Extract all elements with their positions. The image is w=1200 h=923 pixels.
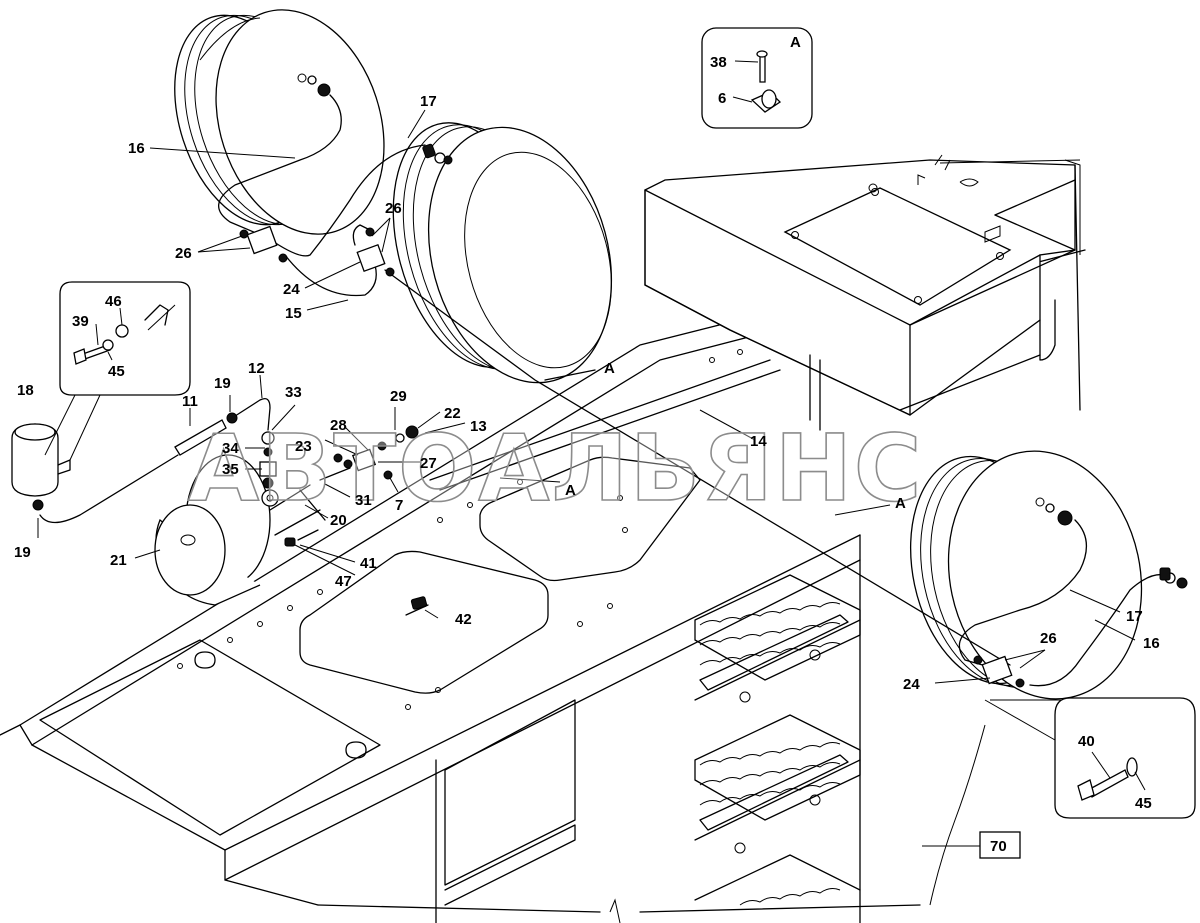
watermark: АВТОАЛЬЯНС — [188, 415, 923, 522]
callout-6: 6 — [718, 90, 726, 107]
callout-27: 27 — [420, 455, 437, 472]
callout-40: 40 — [1078, 733, 1095, 750]
callout-view-a-inset: A — [790, 34, 801, 51]
callout-28: 28 — [330, 417, 347, 434]
callout-22: 22 — [444, 405, 461, 422]
callout-21: 21 — [110, 552, 127, 569]
radiator-grille-3 — [694, 854, 861, 906]
callout-26-left: 26 — [175, 245, 192, 262]
callout-12: 12 — [248, 360, 265, 377]
brake-chamber-21 — [154, 454, 326, 606]
rivet-holes — [177, 349, 743, 710]
callout-26-lower: 26 — [1040, 630, 1057, 647]
callout-17-upper: 17 — [420, 93, 437, 110]
air-tank-upper-middle — [392, 122, 613, 384]
air-lines — [39, 94, 1166, 687]
callout-view-a-2: A — [565, 482, 576, 499]
callout-45-right: 45 — [1135, 795, 1152, 812]
callout-35: 35 — [222, 461, 239, 478]
callout-42: 42 — [455, 611, 472, 628]
battery-box — [644, 154, 1081, 431]
callout-39: 39 — [72, 313, 89, 330]
callout-24-lower: 24 — [903, 676, 920, 693]
callout-17-lower: 17 — [1126, 608, 1143, 625]
callout-34: 34 — [222, 440, 239, 457]
callout-18: 18 — [17, 382, 34, 399]
callout-31: 31 — [355, 492, 372, 509]
small-fittings-cluster — [32, 412, 429, 616]
callout-23: 23 — [295, 438, 312, 455]
callout-41: 41 — [360, 555, 377, 572]
callout-16-lower: 16 — [1143, 635, 1160, 652]
radiator-grilles — [694, 574, 861, 906]
detail-view-a-inset — [701, 27, 813, 129]
callout-7: 7 — [395, 497, 403, 514]
fittings — [239, 143, 1188, 688]
callout-labels: 6 38 A 17 16 26 26 24 15 46 39 45 18 11 … — [14, 34, 1160, 855]
callout-view-a-3: A — [895, 495, 906, 512]
callout-13: 13 — [470, 418, 487, 435]
callout-70-box — [979, 831, 1021, 859]
radiator-grille-2 — [694, 714, 861, 854]
callout-38: 38 — [710, 54, 727, 71]
detail-bolt-40-45 — [984, 697, 1196, 819]
callout-26-middle: 26 — [385, 200, 402, 217]
callout-19-upper: 19 — [214, 375, 231, 392]
callout-29: 29 — [390, 388, 407, 405]
air-tank-lower-right — [909, 450, 1143, 700]
radiator-grille-1 — [694, 574, 861, 703]
callout-16-upper: 16 — [128, 140, 145, 157]
rod-11 — [174, 419, 227, 456]
chassis-frame — [0, 234, 1086, 923]
air-tank-upper-left — [174, 9, 385, 235]
callout-11: 11 — [182, 393, 198, 410]
detail-bolt-39-46-45 — [44, 281, 191, 461]
callout-33: 33 — [285, 384, 302, 401]
callout-15: 15 — [285, 305, 302, 322]
callout-19-lower: 19 — [14, 544, 31, 561]
leader-lines — [37, 109, 1136, 923]
callout-20: 20 — [330, 512, 347, 529]
callout-70: 70 — [990, 838, 1007, 855]
callout-46: 46 — [105, 293, 122, 310]
washer-reservoir-18 — [11, 423, 71, 497]
callout-45-left: 45 — [108, 363, 125, 380]
callout-24-upper: 24 — [283, 281, 300, 298]
callout-47: 47 — [335, 573, 352, 590]
callout-view-a-1: A — [604, 360, 615, 377]
callout-14: 14 — [750, 433, 767, 450]
